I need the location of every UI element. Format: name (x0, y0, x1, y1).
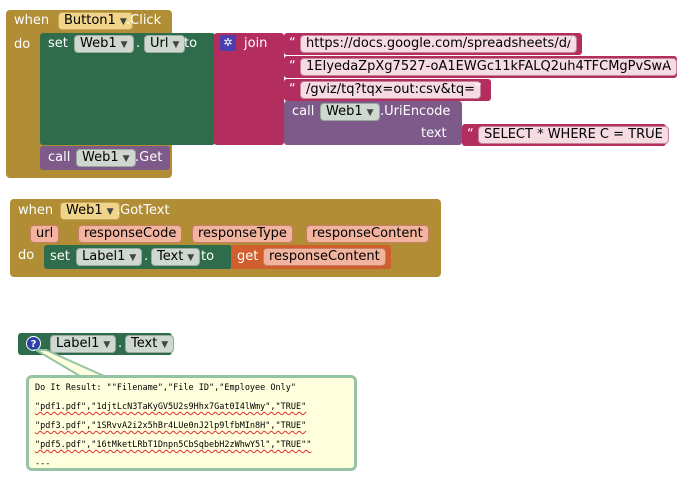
when-label: when (14, 13, 50, 28)
chevron-down-icon: ▼ (103, 340, 111, 350)
chevron-down-icon: ▼ (187, 253, 195, 263)
click-event-label: .Click (126, 13, 162, 28)
gottext-event-label: .GotText (116, 203, 170, 218)
set-label: set (50, 249, 70, 264)
web1-component-dropdown[interactable]: Web1▼ (74, 35, 134, 53)
result-line (35, 432, 348, 440)
join-string-block-1[interactable]: “ https://docs.google.com/spreadsheets/d… (284, 33, 582, 55)
result-line: "pdf3.pdf","1SRvvA2i2x5hBr4LUe0nJ2lp9lfb… (35, 421, 307, 431)
open-quote: “ (289, 36, 296, 51)
join-label: join (244, 36, 268, 51)
button1-component-text: Button1 (64, 13, 116, 28)
do-label: do (18, 248, 35, 263)
get-label: get (237, 249, 259, 264)
close-quote: ” (568, 36, 575, 51)
query-string-block[interactable]: “ SELECT * WHERE C = TRUE ” (462, 124, 669, 146)
web1-component-text: Web1 (82, 150, 119, 165)
do-label: do (14, 37, 31, 52)
web1-component-text: Web1 (66, 203, 103, 218)
chevron-down-icon: ▼ (122, 154, 130, 164)
join-string-value-1[interactable]: https://docs.google.com/spreadsheets/d/ (300, 35, 578, 53)
result-line: "pdf1.pdf","1djtLcN3TaKyGV5U2s9Hhx7Gat0I… (35, 402, 307, 412)
web1-component-text: Web1 (326, 104, 363, 119)
join-string-value-3[interactable]: /gviz/tq?tqx=out:csv&tq= (300, 81, 481, 99)
help-icon[interactable]: ? (26, 336, 41, 351)
set-label: set (48, 36, 68, 51)
open-quote: “ (289, 59, 296, 74)
dot-label: . (118, 336, 123, 351)
close-quote: ” (650, 127, 657, 142)
open-quote: “ (289, 82, 296, 97)
url-property-text: Url (150, 36, 169, 51)
url-property-dropdown[interactable]: Url▼ (144, 35, 186, 53)
label1-component-text: Label1 (56, 336, 100, 351)
call-web1-get-block[interactable]: call Web1▼ .Get (40, 146, 170, 170)
text-property-text: Text (157, 249, 184, 264)
param-response-type[interactable]: responseType (192, 225, 293, 243)
set-label1-text-block[interactable]: set Label1▼ . Text▼ to (44, 245, 232, 269)
result-line (35, 394, 348, 402)
label1-component-text: Label1 (82, 249, 126, 264)
set-web1-url-block[interactable]: set Web1▼ . Url▼ to (40, 33, 215, 145)
result-line: --- (35, 459, 51, 469)
web1-component-dropdown[interactable]: Web1▼ (320, 103, 380, 121)
chevron-down-icon: ▼ (129, 253, 137, 263)
label1-component-dropdown[interactable]: Label1▼ (50, 335, 117, 353)
chevron-down-icon: ▼ (172, 40, 180, 50)
param-response-code[interactable]: responseCode (78, 225, 183, 243)
label1-component-dropdown[interactable]: Label1▼ (76, 248, 143, 266)
get-response-content-block[interactable]: get responseContent (231, 245, 391, 269)
web1-component-dropdown[interactable]: Web1▼ (60, 202, 120, 220)
text-param-label: text (421, 126, 447, 141)
dot-label: . (136, 36, 141, 51)
text-property-text: Text (131, 336, 158, 351)
when-label: when (18, 203, 54, 218)
uri-encode-method-label: .UriEncode (380, 104, 451, 119)
result-line (35, 451, 348, 459)
text-property-dropdown[interactable]: Text▼ (151, 248, 201, 266)
do-it-result-bubble: Do It Result: ""Filename","File ID","Emp… (26, 375, 357, 471)
param-url[interactable]: url (30, 225, 60, 243)
chevron-down-icon: ▼ (119, 17, 127, 27)
join-string-block-2[interactable]: “ 1EIyedaZpXg7527-oA1EWGc11kFALQ2uh4TFCM… (284, 56, 677, 78)
call-label: call (48, 150, 71, 165)
join-string-value-2[interactable]: 1EIyedaZpXg7527-oA1EWGc11kFALQ2uh4TFCMgP… (300, 58, 677, 76)
to-label: to (201, 249, 215, 264)
label1-text-getter-block[interactable]: ? Label1▼ . Text▼ (18, 333, 175, 355)
button1-component-dropdown[interactable]: Button1▼ (58, 12, 133, 30)
close-quote: ” (475, 82, 482, 97)
result-line: "pdf5.pdf","16tMketLRbT1Dnpn5CbSqbebH2zW… (35, 440, 312, 450)
result-line (35, 413, 348, 421)
web1-component-dropdown[interactable]: Web1▼ (76, 149, 136, 167)
close-quote: ” (661, 59, 668, 74)
get-method-label: .Get (135, 150, 163, 165)
query-string-value[interactable]: SELECT * WHERE C = TRUE (478, 126, 669, 144)
chevron-down-icon: ▼ (106, 207, 114, 217)
param-response-content[interactable]: responseContent (306, 225, 429, 243)
call-label: call (292, 104, 315, 119)
response-content-variable[interactable]: responseContent (263, 248, 386, 266)
join-string-block-3[interactable]: “ /gviz/tq?tqx=out:csv&tq= ” (284, 79, 491, 101)
dot-label: . (144, 249, 149, 264)
result-line: Do It Result: ""Filename","File ID","Emp… (35, 383, 296, 393)
chevron-down-icon: ▼ (161, 340, 169, 350)
chevron-down-icon: ▼ (120, 40, 128, 50)
chevron-down-icon: ▼ (366, 108, 374, 118)
uri-encode-block[interactable]: call Web1▼ .UriEncode text (284, 101, 462, 145)
web1-component-text: Web1 (80, 36, 117, 51)
join-block[interactable]: ✲ join (214, 33, 284, 145)
text-property-dropdown[interactable]: Text▼ (125, 335, 175, 353)
open-quote: “ (467, 127, 474, 142)
to-label: to (184, 36, 198, 51)
gear-icon[interactable]: ✲ (220, 35, 236, 51)
